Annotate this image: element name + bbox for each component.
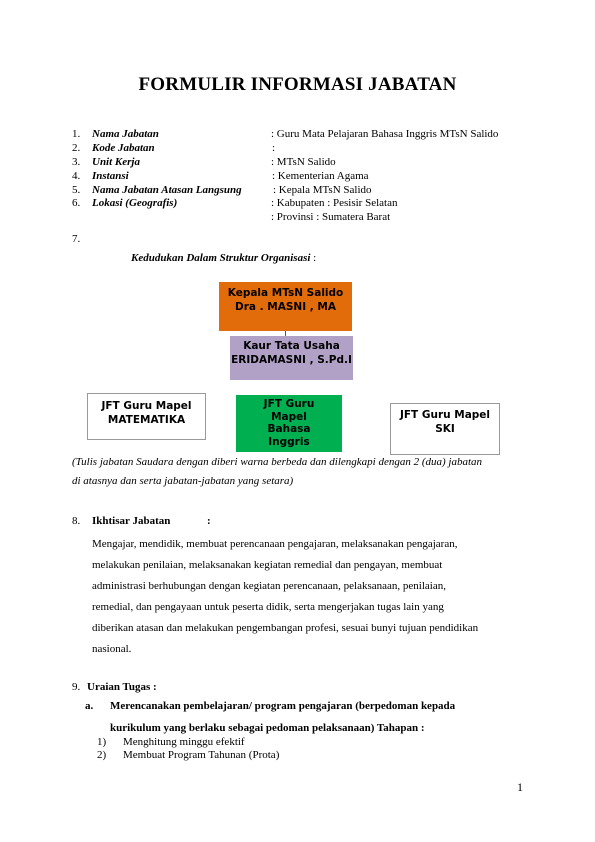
item-value: : Kepala MTsN Salido [273, 184, 372, 196]
sub-a-line-2: kurikulum yang berlaku sebagai pedoman p… [110, 722, 425, 734]
item-number: 1. [72, 128, 81, 140]
note-line-1: (Tulis jabatan Saudara dengan diberi war… [72, 456, 483, 468]
org-center-line3: Bahasa [267, 423, 311, 435]
item-label: Kode Jabatan [92, 142, 155, 154]
section-7-heading-text: Kedudukan Dalam Struktur Organisasi [131, 252, 311, 264]
note: (Tulis jabatan Saudara dengan diberi war… [72, 453, 542, 491]
body-line: melakukan penilaian, melaksanakan kegiat… [92, 559, 443, 571]
org-box-head: Kepala MTsN Salido Dra . MASNI , MA [219, 282, 352, 331]
item-value: : Provinsi : Sumatera Barat [271, 211, 391, 223]
org-center-line2: Mapel [271, 410, 307, 423]
item-label: Nama Jabatan Atasan Langsung [92, 184, 242, 196]
section-9-number: 9. [72, 681, 81, 693]
org-left-subject: MATEMATIKA [107, 414, 186, 426]
step-number: 1) [97, 736, 107, 748]
section-7-heading: Kedudukan Dalam Struktur Organisasi : [131, 252, 316, 264]
org-box-left: JFT Guru Mapel MATEMATIKA [87, 393, 206, 440]
org-box-right: JFT Guru Mapel SKI [390, 403, 500, 455]
item-label: Unit Kerja [92, 156, 140, 168]
org-center-line1: JFT Guru [263, 398, 315, 410]
connector-line [285, 330, 286, 337]
org-tu-name: ERIDAMASNI , S.Pd.I [231, 354, 352, 366]
step-number: 2) [97, 749, 107, 761]
section-8-heading: Ikhtisar Jabatan [92, 515, 171, 527]
item-number: 3. [72, 156, 81, 168]
item-value: : Kementerian Agama [272, 170, 369, 182]
org-right-title: JFT Guru Mapel [399, 409, 491, 421]
body-line: administrasi berhubungan dengan kegiatan… [92, 580, 446, 592]
org-left-title: JFT Guru Mapel [101, 400, 192, 412]
org-center-line4: Inggris [268, 435, 310, 448]
org-box-center: JFT Guru Mapel Bahasa Inggris [236, 395, 342, 452]
note-line-2: di atasnya dan serta jabatan-jabatan yan… [72, 475, 294, 487]
item-value: : [272, 142, 276, 154]
body-line: diberikan atasan dan melakukan pengemban… [92, 622, 479, 634]
item-number: 5. [72, 184, 81, 196]
section-9-heading: Uraian Tugas : [87, 681, 157, 693]
org-head-title: Kepala MTsN Salido [227, 287, 344, 299]
body-line: nasional. [92, 643, 132, 655]
section-7-number: 7. [72, 233, 81, 245]
item-number: 2. [72, 142, 81, 154]
item-number: 4. [72, 170, 81, 182]
body-line: Mengajar, mendidik, membuat perencanaan … [92, 538, 458, 550]
step-text: Membuat Program Tahunan (Prota) [123, 749, 280, 761]
page-title: FORMULIR INFORMASI JABATAN [138, 74, 457, 95]
item-value: : Guru Mata Pelajaran Bahasa Inggris MTs… [271, 128, 499, 140]
org-head-name: Dra . MASNI , MA [235, 301, 336, 313]
item-value: : Kabupaten : Pesisir Selatan [271, 197, 398, 209]
section-8-number: 8. [72, 515, 81, 527]
org-box-tu: Kaur Tata Usaha ERIDAMASNI , S.Pd.I [230, 336, 353, 380]
item-value: : MTsN Salido [271, 156, 336, 168]
org-right-subject: SKI [435, 423, 455, 435]
step-text: Menghitung minggu efektif [123, 736, 245, 748]
sub-a-label: a. [85, 700, 94, 712]
item-label: Instansi [92, 170, 129, 182]
body-line: remedial, dan pengayaan untuk peserta di… [92, 601, 444, 613]
item-number: 6. [72, 197, 81, 209]
section-8-body: Mengajar, mendidik, membuat perencanaan … [92, 534, 522, 660]
sub-a-line-1: Merencanakan pembelajaran/ program penga… [110, 700, 456, 712]
org-tu-title: Kaur Tata Usaha [243, 340, 340, 352]
page-number: 1 [517, 780, 523, 794]
section-8-colon: : [207, 515, 211, 527]
section-7-colon: : [310, 252, 317, 264]
item-label: Nama Jabatan [92, 128, 159, 140]
item-label: Lokasi (Geografis) [92, 197, 178, 209]
